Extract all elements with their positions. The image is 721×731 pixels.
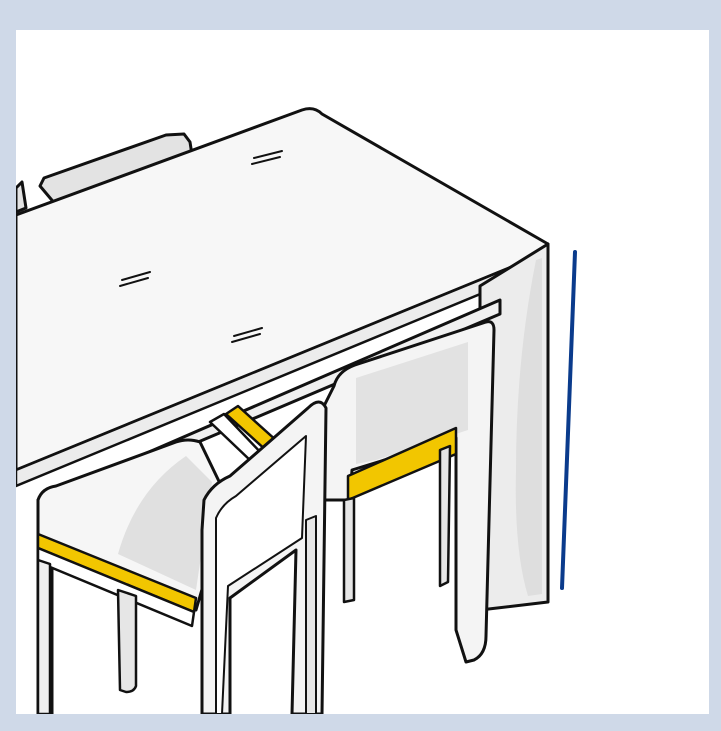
illustration-panel <box>16 30 709 714</box>
surface-highlight-marks <box>119 150 283 343</box>
right-chair-backrest-shade <box>356 342 468 464</box>
left-chair-leg-front <box>36 558 52 714</box>
right-chair-leg-back <box>438 444 452 588</box>
height-dimension-line <box>560 250 577 590</box>
right-chair-leg-mid <box>342 496 356 604</box>
left-chair-seat-shade <box>118 456 212 590</box>
back-chair-left-edge <box>16 180 28 214</box>
left-chair-white-rail <box>36 546 196 628</box>
left-chair-leg-rear <box>305 515 317 714</box>
right-chair-yellow-rail <box>346 426 458 502</box>
table-side-shading <box>515 258 542 596</box>
left-chair-leg-back <box>116 588 138 694</box>
left-chair-backrest-inner <box>215 435 307 714</box>
table-chairs-illustration <box>16 107 577 714</box>
